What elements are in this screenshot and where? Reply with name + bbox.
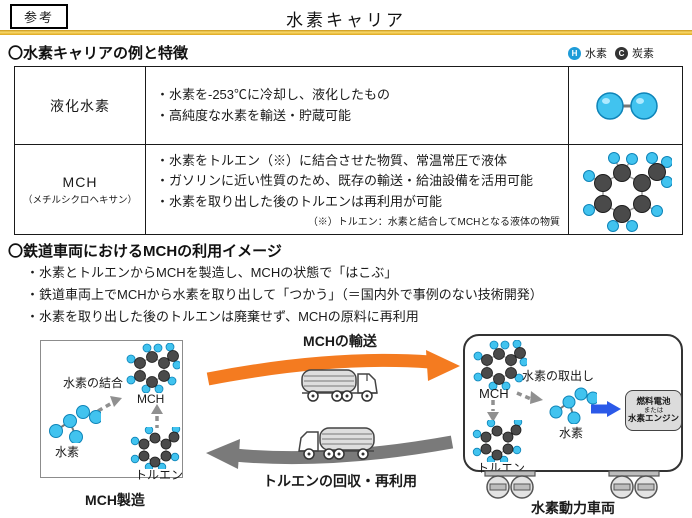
usage-bullet: ・水素とトルエンからMCHを製造し、MCHの状態で「はこぶ」: [26, 265, 398, 280]
atom-legend: H 水素 C 炭素: [568, 45, 658, 61]
toluene-return-label: トルエンの回収・再利用: [263, 473, 417, 489]
table-row-liquid-hydrogen-desc: ・水素を-253℃に冷却し、液化したもの ・高純度な水素を輸送・貯蔵可能: [146, 67, 569, 145]
bullet: ・ガソリンに近い性質のため、既存の輸送・給油設備を活用可能: [156, 173, 534, 189]
hydrogen-label: 水素: [559, 426, 584, 440]
rail-bogie-icon: [608, 470, 660, 499]
dashed-arrow-down-right-icon: [516, 391, 543, 404]
mch-transport-label: MCHの輸送: [303, 333, 377, 349]
engine-line3: 水素エンジン: [627, 413, 679, 424]
reference-badge: 参考: [10, 4, 68, 29]
toluene-molecule-icon: [472, 420, 523, 462]
carrier-name: MCH: [62, 173, 98, 190]
engine-line2: または: [643, 406, 664, 414]
orange-transport-arrow-icon: [206, 350, 460, 386]
blue-arrow-icon: [591, 401, 621, 417]
tanker-truck-right-icon: [301, 369, 378, 402]
bullet: ・水素を取り出した後のトルエンは再利用が可能: [156, 193, 443, 209]
dashed-arrow-up-right-icon: [97, 396, 122, 413]
table-row-mch-name: MCH （メチルシクロヘキサン）: [15, 145, 146, 234]
hydrogen-vehicle-box: MCH 水素の取出し 水素 燃料電池 または 水素エンジン: [463, 334, 683, 475]
toluene-molecule-icon: [130, 427, 181, 469]
usage-bullet: ・鉄道車両上でMCHから水素を取り出して「つかう」（＝国内外で事例のない技術開発…: [26, 287, 543, 302]
hydrogen-bond-label: 水素の結合: [63, 376, 124, 390]
hydrogen-vehicle-caption: 水素動力車両: [531, 500, 615, 516]
bullet: ・水素を-253℃に冷却し、液化したもの: [156, 87, 391, 103]
carrier-subname: （メチルシクロヘキサン）: [22, 194, 137, 206]
mch-molecule-icon: [473, 340, 527, 390]
bullet: ・水素をトルエン（※）に結合させた物質、常温常圧で液体: [156, 153, 508, 169]
mch-label: MCH: [479, 386, 509, 401]
mch-molecule-icon: [582, 151, 672, 232]
section2-heading: 〇鉄道車両におけるMCHの利用イメージ: [8, 243, 282, 260]
header-divider: [0, 30, 692, 35]
mch-production-caption: MCH製造: [85, 492, 145, 508]
toluene-footnote: （※）トルエン：水素と結合してMCHとなる液体の物質: [307, 216, 560, 228]
hydrogen-atom-icon: H: [568, 46, 581, 60]
tanker-truck-left-icon: [298, 427, 375, 460]
h2-molecule-icon: [595, 91, 658, 120]
page-title: 水素キャリア: [286, 11, 406, 30]
table-row-liquid-hydrogen-molecule: [569, 67, 682, 145]
rail-bogie-icon: [484, 470, 536, 499]
mch-molecule-icon: [126, 343, 180, 393]
mch-production-box: 水素の結合 MCH 水素: [40, 340, 183, 482]
dashed-arrow-up-icon: [151, 404, 163, 428]
toluene-label: トルエン: [135, 468, 184, 482]
hydrogen-carrier-table: 液化水素 ・水素を-253℃に冷却し、液化したもの ・高純度な水素を輸送・貯蔵可…: [14, 66, 683, 235]
bullet: ・高純度な水素を輸送・貯蔵可能: [156, 107, 352, 123]
hydrogen-label: 水素: [55, 445, 80, 459]
dashed-arrow-down-icon: [487, 400, 499, 422]
table-row-mch-desc: ・水素をトルエン（※）に結合させた物質、常温常圧で液体 ・ガソリンに近い性質のた…: [146, 145, 569, 234]
engine-line1: 燃料電池: [636, 396, 671, 406]
table-row-liquid-hydrogen-name: 液化水素: [15, 67, 146, 145]
hydrogen-cluster-icon: [49, 405, 101, 443]
hydrogen-cluster-icon: [549, 387, 597, 424]
section1-heading: 〇水素キャリアの例と特徴: [8, 45, 189, 62]
fuel-cell-engine-box: 燃料電池 または 水素エンジン: [625, 390, 682, 431]
carbon-legend-label: 炭素: [632, 48, 654, 60]
mch-label: MCH: [137, 392, 165, 406]
usage-bullet: ・水素を取り出した後のトルエンは廃棄せず、MCHの原料に再利用: [26, 309, 419, 324]
carrier-name: 液化水素: [50, 97, 110, 114]
table-row-mch-molecule: [569, 145, 682, 234]
hydrogen-extract-label: 水素の取出し: [522, 369, 595, 383]
hydrogen-legend-label: 水素: [585, 48, 607, 60]
carbon-atom-icon: C: [615, 46, 628, 60]
